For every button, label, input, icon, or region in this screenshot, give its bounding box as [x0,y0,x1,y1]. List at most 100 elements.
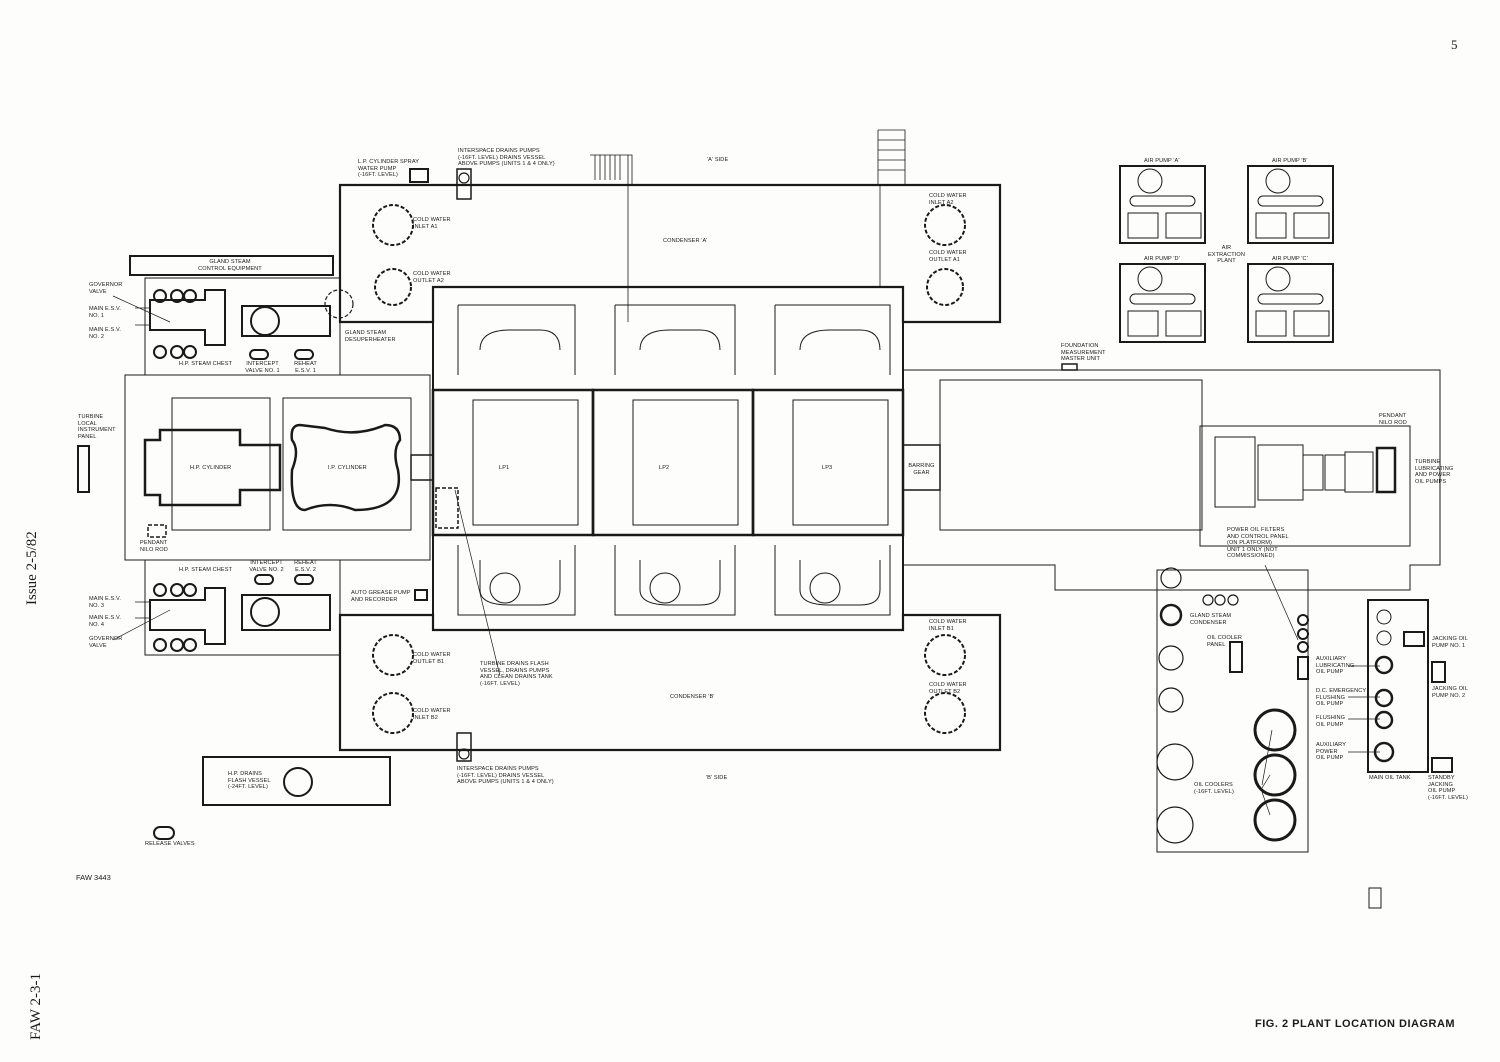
lp2-casing [591,388,755,537]
steam-chest-valve-bottom [241,594,331,631]
cw-inlet-b1-icon [924,634,966,676]
hp-cylinder [143,428,282,507]
page-number: 5 [1451,37,1458,52]
cw-outlet-b2-icon [924,692,966,734]
air-pump-d-box [1119,263,1206,343]
gland-control-box [129,255,334,276]
oil-cooler-2 [1253,753,1297,797]
foundation-master-unit [1061,363,1078,371]
air-pump-c-box [1247,263,1334,343]
cw-outlet-b1-icon [372,634,414,676]
label-turbine-lub: TURBINE LUBRICATING AND POWER OIL PUMPS [1415,459,1454,485]
label-main-oil-tank: MAIN OIL TANK [1369,775,1411,781]
doc-ref: FAW 2-3-1 [28,973,44,1040]
label-barring-gear: BARRING GEAR [908,463,935,476]
generator-bay [939,379,1203,531]
lp1-upper-frame [457,304,576,375]
label-lp2: LP2 [659,465,670,471]
label-cw-outlet-a1: COLD WATER OUTLET A1 [929,250,967,263]
label-cw-inlet-b1: COLD WATER INLET B1 [929,619,967,632]
drawing-ref: FAW 3443 [76,873,111,882]
label-governor-bottom: GOVERNOR VALVE [89,636,123,649]
label-lp3: LP3 [822,465,833,471]
label-main-esv2: MAIN E.S.V. NO. 2 [89,327,121,340]
label-air-pump-b: AIR PUMP 'B' [1272,158,1308,164]
label-hp-drains: H.P. DRAINS FLASH VESSEL (-24FT. LEVEL) [228,771,271,791]
label-gland-desup: GLAND STEAM DESUPERHEATER [345,330,396,343]
label-turbine-drains: TURBINE DRAINS FLASH VESSEL, DRAINS PUMP… [480,661,553,687]
issue-label: Issue 2-5/82 [24,531,40,605]
hp-upper-area [144,277,341,376]
label-main-esv3: MAIN E.S.V. NO. 3 [89,596,121,609]
label-gland-control: GLAND STEAM CONTROL EQUIPMENT [198,259,262,272]
label-governor-top: GOVERNOR VALVE [89,282,123,295]
air-pump-a-box [1119,165,1206,244]
local-instrument-panel [77,445,90,493]
lp3-casing [751,388,905,537]
turbine-floor-outline [124,374,431,561]
lp3-inner [792,399,889,526]
lp2-pump-circle [649,572,681,604]
label-cw-outlet-b2: COLD WATER OUTLET B2 [929,682,967,695]
ip-cylinder [290,423,402,512]
label-power-oil: POWER OIL FILTERS AND CONTROL PANEL (ON … [1227,527,1289,560]
jacking-pump-1-box [1403,631,1425,647]
reheat-esv-2 [294,574,314,585]
label-ip-cylinder: I.P. CYLINDER [328,465,367,471]
label-main-esv1: MAIN E.S.V. NO. 1 [89,306,121,319]
stair-top-left [590,154,633,322]
label-a-side: 'A' SIDE [707,157,729,163]
reheat-esv-1 [294,349,314,360]
label-gland-condenser: GLAND STEAM CONDENSER [1190,613,1232,626]
label-auto-grease: AUTO GREASE PUMP AND RECORDER [351,590,411,603]
hp-steam-chest-bottom [149,587,226,645]
label-main-esv4: MAIN E.S.V. NO. 4 [89,615,121,628]
lp1-pump-circle [489,572,521,604]
label-reheat2: REHEAT E.S.V. 2 [294,560,317,573]
label-air-pump-a: AIR PUMP 'A' [1144,158,1180,164]
valve-body-bottom [250,597,280,627]
label-condenser-b: CONDENSER 'B' [670,694,715,700]
lp3-upper-frame [774,304,891,375]
label-air-pump-c: AIR PUMP 'C' [1272,256,1308,262]
label-interspace-bottom: INTERSPACE DRAINS PUMPS (-16FT. LEVEL) D… [457,766,554,786]
hp-bay [171,397,271,531]
condenser-b-outline [338,613,1002,752]
coupling [410,454,434,481]
oil-cooler-panel-box [1229,641,1243,673]
hp-drains-box [202,756,391,806]
label-hp-cylinder: H.P. CYLINDER [190,465,232,471]
label-interspace-top: INTERSPACE DRAINS PUMPS (-16FT. LEVEL) D… [458,148,555,168]
main-oil-tank-box [1367,599,1429,773]
label-standby-jacking: STANDBY JACKING OIL PUMP (-16FT. LEVEL) [1428,775,1468,801]
label-pendant-left: PENDANT NILO ROD [140,540,168,553]
lp1-casing [431,388,595,537]
label-oil-coolers: OIL COOLERS (-16FT. LEVEL) [1194,782,1234,795]
oil-cooler-3 [1253,798,1297,842]
label-tlip: TURBINE LOCAL INSTRUMENT PANEL [78,414,116,440]
standby-jacking-box [1431,757,1453,773]
hp-lower-area [144,559,341,656]
lp1-inner [472,399,579,526]
hp-steam-chest-top [149,289,226,346]
drains-flash-vessel-icon [435,487,459,529]
lp2-lower-frame [614,545,736,616]
air-pump-b-box [1247,165,1334,244]
label-cw-outlet-b1-left: COLD WATER OUTLET B1 [413,652,451,665]
label-cw-outlet-a2: COLD WATER OUTLET A2 [413,271,451,284]
label-air-extraction: AIR EXTRACTION PLANT [1207,245,1246,265]
small-box [1368,887,1382,909]
lub-oil-pumps-box [1375,446,1397,494]
interspace-pump-top [456,168,472,200]
figure-title: FIG. 2 PLANT LOCATION DIAGRAM [1255,1018,1456,1030]
label-oil-cooler-panel: OIL COOLER PANEL [1207,635,1242,648]
jacking-pump-2-box [1431,661,1446,683]
cw-inlet-a2-icon [924,204,966,246]
label-air-pump-d: AIR PUMP 'D' [1144,256,1180,262]
label-reheat1: REHEAT E.S.V. 1 [294,361,317,374]
interspace-pump-bottom [456,732,472,762]
oil-area [1156,569,1309,853]
release-valves-icon [153,826,175,840]
